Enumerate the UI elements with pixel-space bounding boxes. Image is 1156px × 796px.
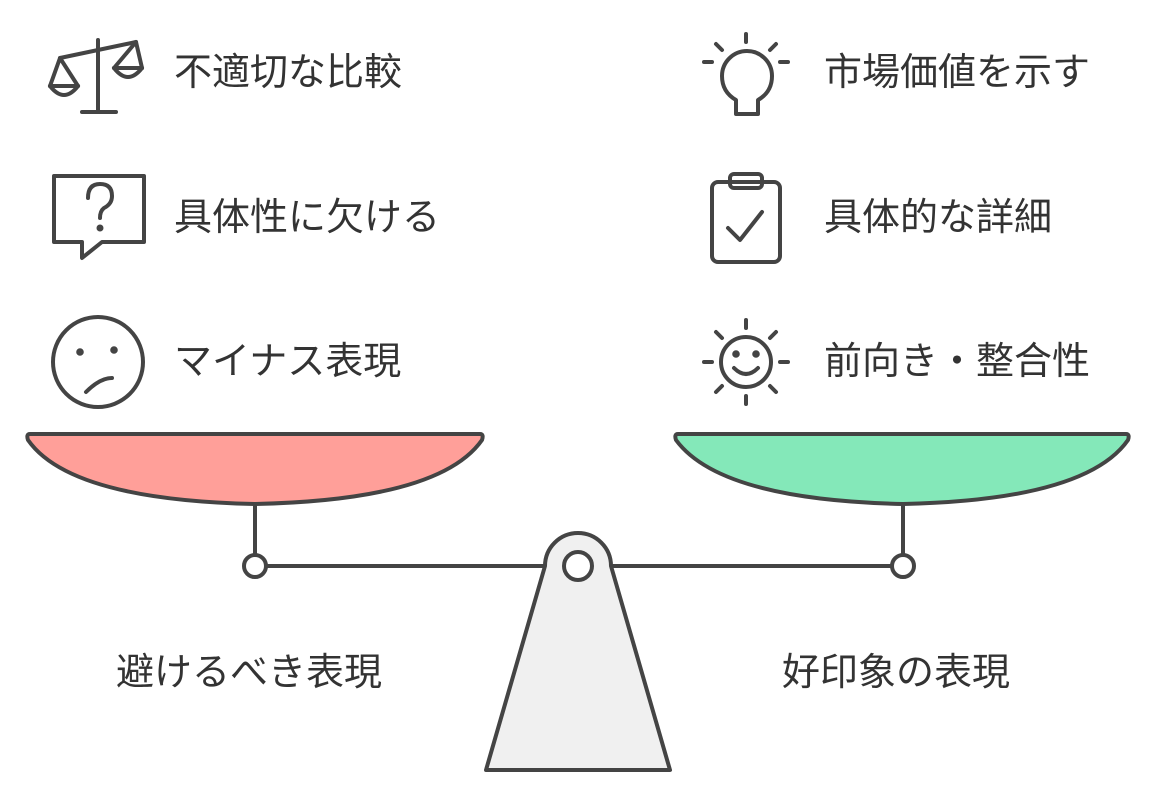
right-pivot-ring [890, 553, 916, 579]
left-caption: 避けるべき表現 [116, 650, 383, 694]
left-pivot-ring [242, 553, 268, 579]
fulcrum-pivot [562, 550, 594, 582]
lightbulb-icon [702, 32, 790, 116]
clipboard-check-icon [710, 172, 782, 264]
right-item-label: 市場価値を示す [824, 50, 1091, 94]
frown-face-icon [51, 315, 145, 409]
right-item-label: 前向き・整合性 [824, 339, 1091, 383]
left-item-label: 不適切な比較 [174, 50, 403, 94]
right-item-label: 具体的な詳細 [824, 195, 1053, 239]
question-bubble-icon [52, 174, 146, 260]
sun-smile-icon [702, 318, 790, 406]
right-pan [673, 432, 1131, 506]
left-item-label: マイナス表現 [174, 339, 402, 383]
left-pan [25, 432, 485, 506]
balance-scale-icon [48, 38, 144, 114]
right-caption: 好印象の表現 [782, 650, 1011, 694]
fulcrum-base [484, 531, 672, 772]
left-item-label: 具体性に欠ける [174, 195, 441, 239]
